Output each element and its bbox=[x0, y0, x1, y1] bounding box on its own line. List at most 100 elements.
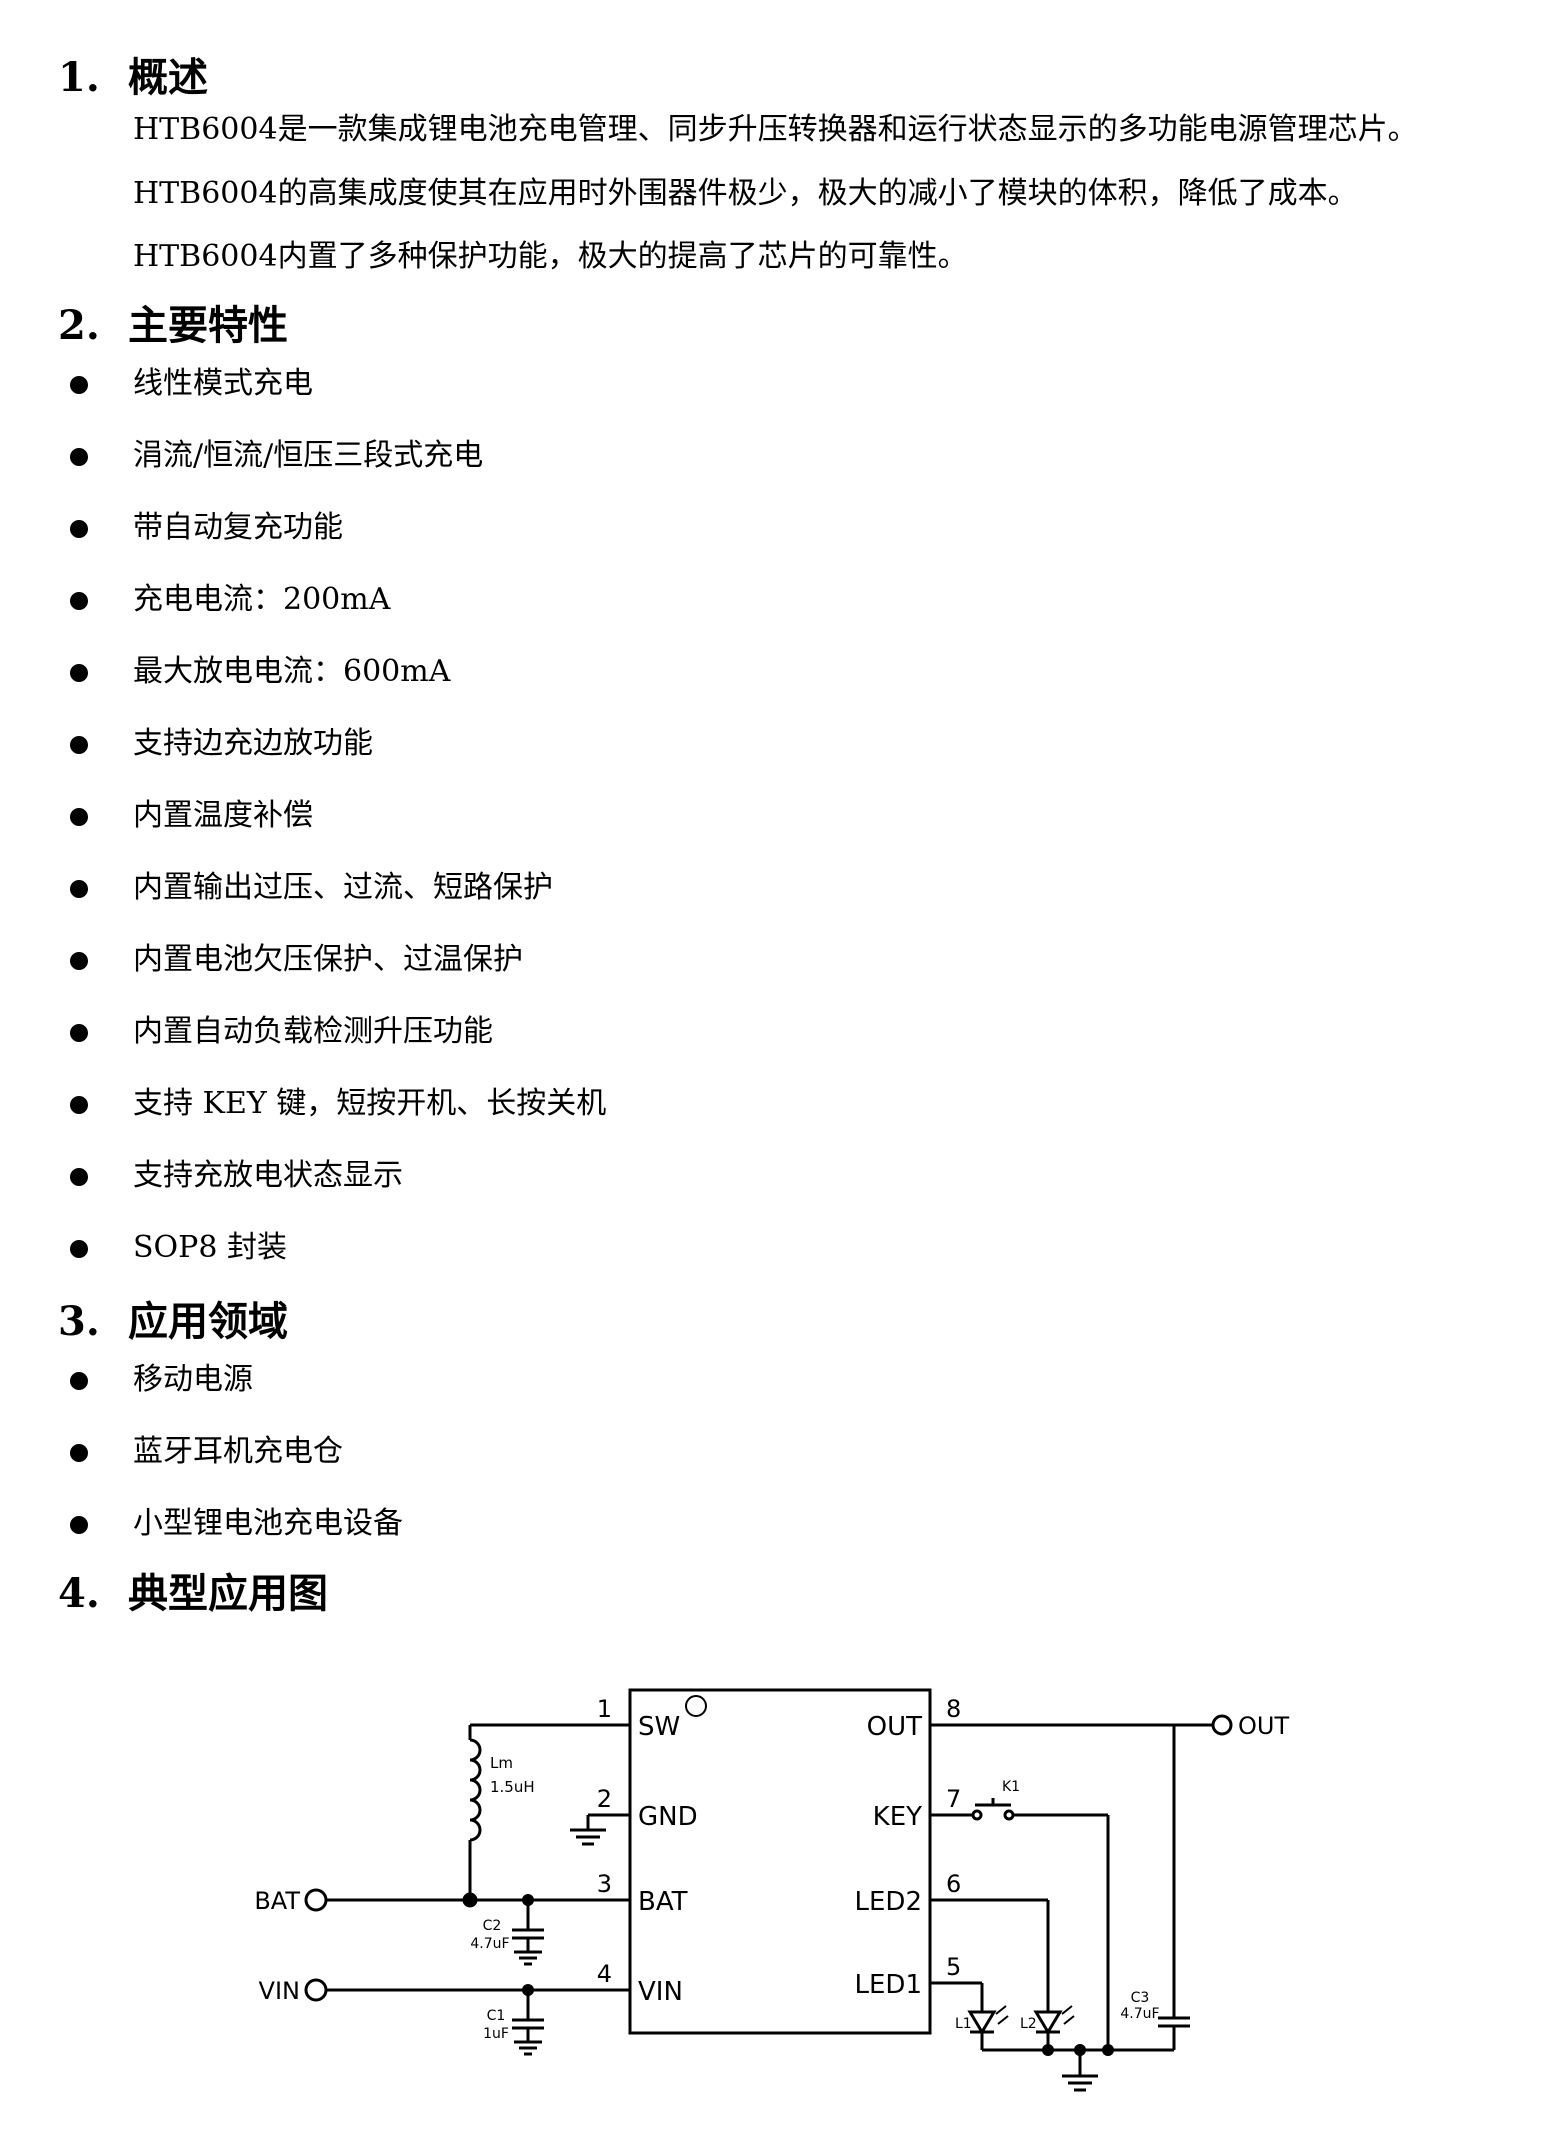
bullet-icon bbox=[70, 1372, 88, 1390]
bullet-icon bbox=[70, 1168, 88, 1186]
list-item-text: 最大放电电流：600mA bbox=[133, 654, 451, 689]
section-number: 1. bbox=[58, 54, 100, 101]
inductor-lm: Lm 1.5uH bbox=[468, 1725, 535, 1900]
section-number: 2. bbox=[58, 302, 100, 349]
list-item-text: 线性模式充电 bbox=[133, 366, 313, 401]
ic-pin-6: LED2 6 bbox=[855, 1870, 1048, 1917]
overview-paragraph: HTB6004内置了多种保护功能，极大的提高了芯片的可靠性。 bbox=[133, 239, 968, 274]
component-value: 4.7uF bbox=[1120, 2006, 1159, 2022]
list-item-text: 支持 KEY 键，短按开机、长按关机 bbox=[133, 1086, 607, 1121]
pin-number: 6 bbox=[946, 1870, 961, 1898]
typical-application-schematic: 1 SW 2 GND 3 BAT 4 VIN OUT 8 KEY 7 LED2 … bbox=[254, 1688, 1289, 2092]
component-ref: Lm bbox=[490, 1754, 513, 1772]
section-1-heading: 1. 概述 bbox=[58, 54, 208, 102]
component-ref: K1 bbox=[1002, 1779, 1020, 1795]
section-title: 概述 bbox=[128, 54, 208, 101]
capacitor-c2: C2 4.7uF bbox=[470, 1894, 544, 1966]
list-item-text: 蓝牙耳机充电仓 bbox=[133, 1434, 343, 1469]
pin-number: 3 bbox=[597, 1870, 612, 1898]
pin-name: KEY bbox=[873, 1802, 922, 1832]
pin-name: GND bbox=[638, 1802, 698, 1832]
list-item-text: 涓流/恒流/恒压三段式充电 bbox=[133, 438, 484, 473]
vin-terminal-label: VIN bbox=[259, 1977, 300, 2005]
section-number: 4. bbox=[58, 1570, 100, 1617]
key-switch-k1: K1 bbox=[971, 1779, 1110, 2050]
bullet-icon bbox=[70, 1240, 88, 1258]
led-l2: L2 bbox=[1020, 1900, 1075, 2050]
overview-paragraph: HTB6004是一款集成锂电池充电管理、同步升压转换器和运行状态显示的多功能电源… bbox=[133, 112, 1418, 147]
bullet-icon bbox=[70, 952, 88, 970]
ground-icon bbox=[570, 1815, 606, 1846]
ic-pin-4: 4 VIN bbox=[326, 1960, 683, 2007]
section-title: 主要特性 bbox=[128, 302, 288, 349]
bullet-icon bbox=[70, 376, 88, 394]
capacitor-c1: C1 1uF bbox=[483, 1984, 544, 2056]
pin1-marker-icon bbox=[685, 1695, 707, 1717]
pin-name: BAT bbox=[638, 1887, 688, 1917]
list-item-text: 移动电源 bbox=[133, 1362, 253, 1397]
bullet-icon bbox=[70, 520, 88, 538]
pin-number: 8 bbox=[946, 1695, 961, 1723]
component-ref: C2 bbox=[483, 1918, 502, 1934]
bat-terminal-label: BAT bbox=[254, 1887, 300, 1915]
section-3-heading: 3. 应用领域 bbox=[58, 1298, 288, 1346]
junction-dot bbox=[1102, 2044, 1114, 2056]
junction-dot bbox=[1042, 2044, 1054, 2056]
bullet-icon bbox=[70, 1516, 88, 1534]
pin-name: VIN bbox=[638, 1977, 683, 2007]
bullet-icon bbox=[70, 880, 88, 898]
bullet-icon bbox=[70, 664, 88, 682]
pin-number: 1 bbox=[597, 1695, 612, 1723]
junction-dot bbox=[462, 1892, 478, 1908]
list-item-text: 支持充放电状态显示 bbox=[133, 1158, 403, 1193]
pin-name: SW bbox=[638, 1712, 680, 1742]
component-ref: C1 bbox=[487, 2008, 506, 2024]
ic-pin-8: OUT 8 bbox=[867, 1695, 1214, 1742]
pin-number: 7 bbox=[946, 1785, 961, 1813]
overview-paragraph: HTB6004的高集成度使其在应用时外围器件极少，极大的减小了模块的体积，降低了… bbox=[133, 176, 1358, 211]
bullet-icon bbox=[70, 808, 88, 826]
pin-name: LED1 bbox=[855, 1970, 922, 2000]
pin-name: OUT bbox=[867, 1712, 922, 1742]
list-item-text: 内置输出过压、过流、短路保护 bbox=[133, 870, 553, 905]
list-item-text: 小型锂电池充电设备 bbox=[133, 1506, 403, 1541]
list-item-text: 内置自动负载检测升压功能 bbox=[133, 1014, 493, 1049]
out-terminal-label: OUT bbox=[1238, 1712, 1289, 1740]
bullet-icon bbox=[70, 1096, 88, 1114]
section-2-heading: 2. 主要特性 bbox=[58, 302, 288, 350]
ic-pin-5: LED1 5 bbox=[855, 1953, 982, 2000]
component-ref: L1 bbox=[955, 2016, 972, 2032]
vin-terminal-icon bbox=[304, 1978, 328, 2002]
bullet-icon bbox=[70, 1444, 88, 1462]
bullet-icon bbox=[70, 1024, 88, 1042]
section-title: 典型应用图 bbox=[128, 1570, 328, 1617]
component-ref: L2 bbox=[1020, 2016, 1037, 2032]
component-ref: C3 bbox=[1131, 1990, 1150, 2006]
pin-name: LED2 bbox=[855, 1887, 922, 1917]
ic-body bbox=[628, 1688, 932, 2035]
bullet-icon bbox=[70, 592, 88, 610]
component-value: 1.5uH bbox=[490, 1778, 535, 1796]
pin-number: 2 bbox=[597, 1785, 612, 1813]
ic-pin-2: 2 GND bbox=[588, 1785, 698, 1832]
bullet-icon bbox=[70, 736, 88, 754]
bullet-icon bbox=[70, 448, 88, 466]
component-value: 1uF bbox=[483, 2026, 509, 2042]
pin-number: 5 bbox=[946, 1953, 961, 1981]
list-item-text: 支持边充边放功能 bbox=[133, 726, 373, 761]
ic-pin-1: 1 SW bbox=[470, 1695, 680, 1742]
ic-pin-7: KEY 7 bbox=[873, 1785, 973, 1832]
pin-number: 4 bbox=[597, 1960, 612, 1988]
list-item-text: 内置温度补偿 bbox=[133, 798, 313, 833]
list-item-text: 带自动复充功能 bbox=[133, 510, 343, 545]
ground-icon bbox=[1062, 2050, 1098, 2092]
section-4-heading: 4. 典型应用图 bbox=[58, 1570, 328, 1618]
component-value: 4.7uF bbox=[470, 1936, 509, 1952]
bat-terminal-icon bbox=[304, 1888, 328, 1912]
section-title: 应用领域 bbox=[128, 1298, 288, 1345]
section-number: 3. bbox=[58, 1298, 100, 1345]
out-terminal-icon bbox=[1211, 1714, 1233, 1736]
ic-pin-3: 3 BAT bbox=[326, 1870, 688, 1917]
capacitor-c3: C3 4.7uF bbox=[1120, 1725, 1190, 2050]
list-item-text: 充电电流：200mA bbox=[133, 582, 391, 617]
